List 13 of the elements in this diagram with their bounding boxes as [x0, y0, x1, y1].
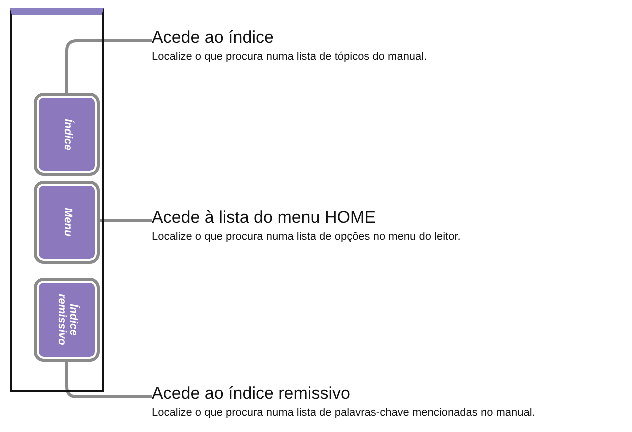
sidebar-tab: Menu — [34, 181, 100, 264]
callout-heading: Acede ao índice — [152, 28, 275, 48]
callout-description: Localize o que procura numa lista de opções no menu do leitor. — [152, 231, 462, 243]
sidebar-tab: Índice — [34, 93, 100, 176]
sidebar-tab: Índice remissivo — [34, 278, 100, 362]
callout-description: Localize o que procura numa lista de tópicos do manual. — [152, 51, 428, 63]
callout-heading: Acede ao índice remissivo — [152, 384, 352, 404]
leader-line — [66, 40, 152, 93]
leader-line — [66, 362, 152, 398]
callout-heading: Acede à lista do menu HOME — [152, 208, 377, 228]
callout-description: Localize o que procura numa lista de palavras-chave mencionadas no manual. — [152, 407, 536, 419]
sidebar-panel — [10, 8, 104, 392]
leader-line — [100, 220, 152, 222]
